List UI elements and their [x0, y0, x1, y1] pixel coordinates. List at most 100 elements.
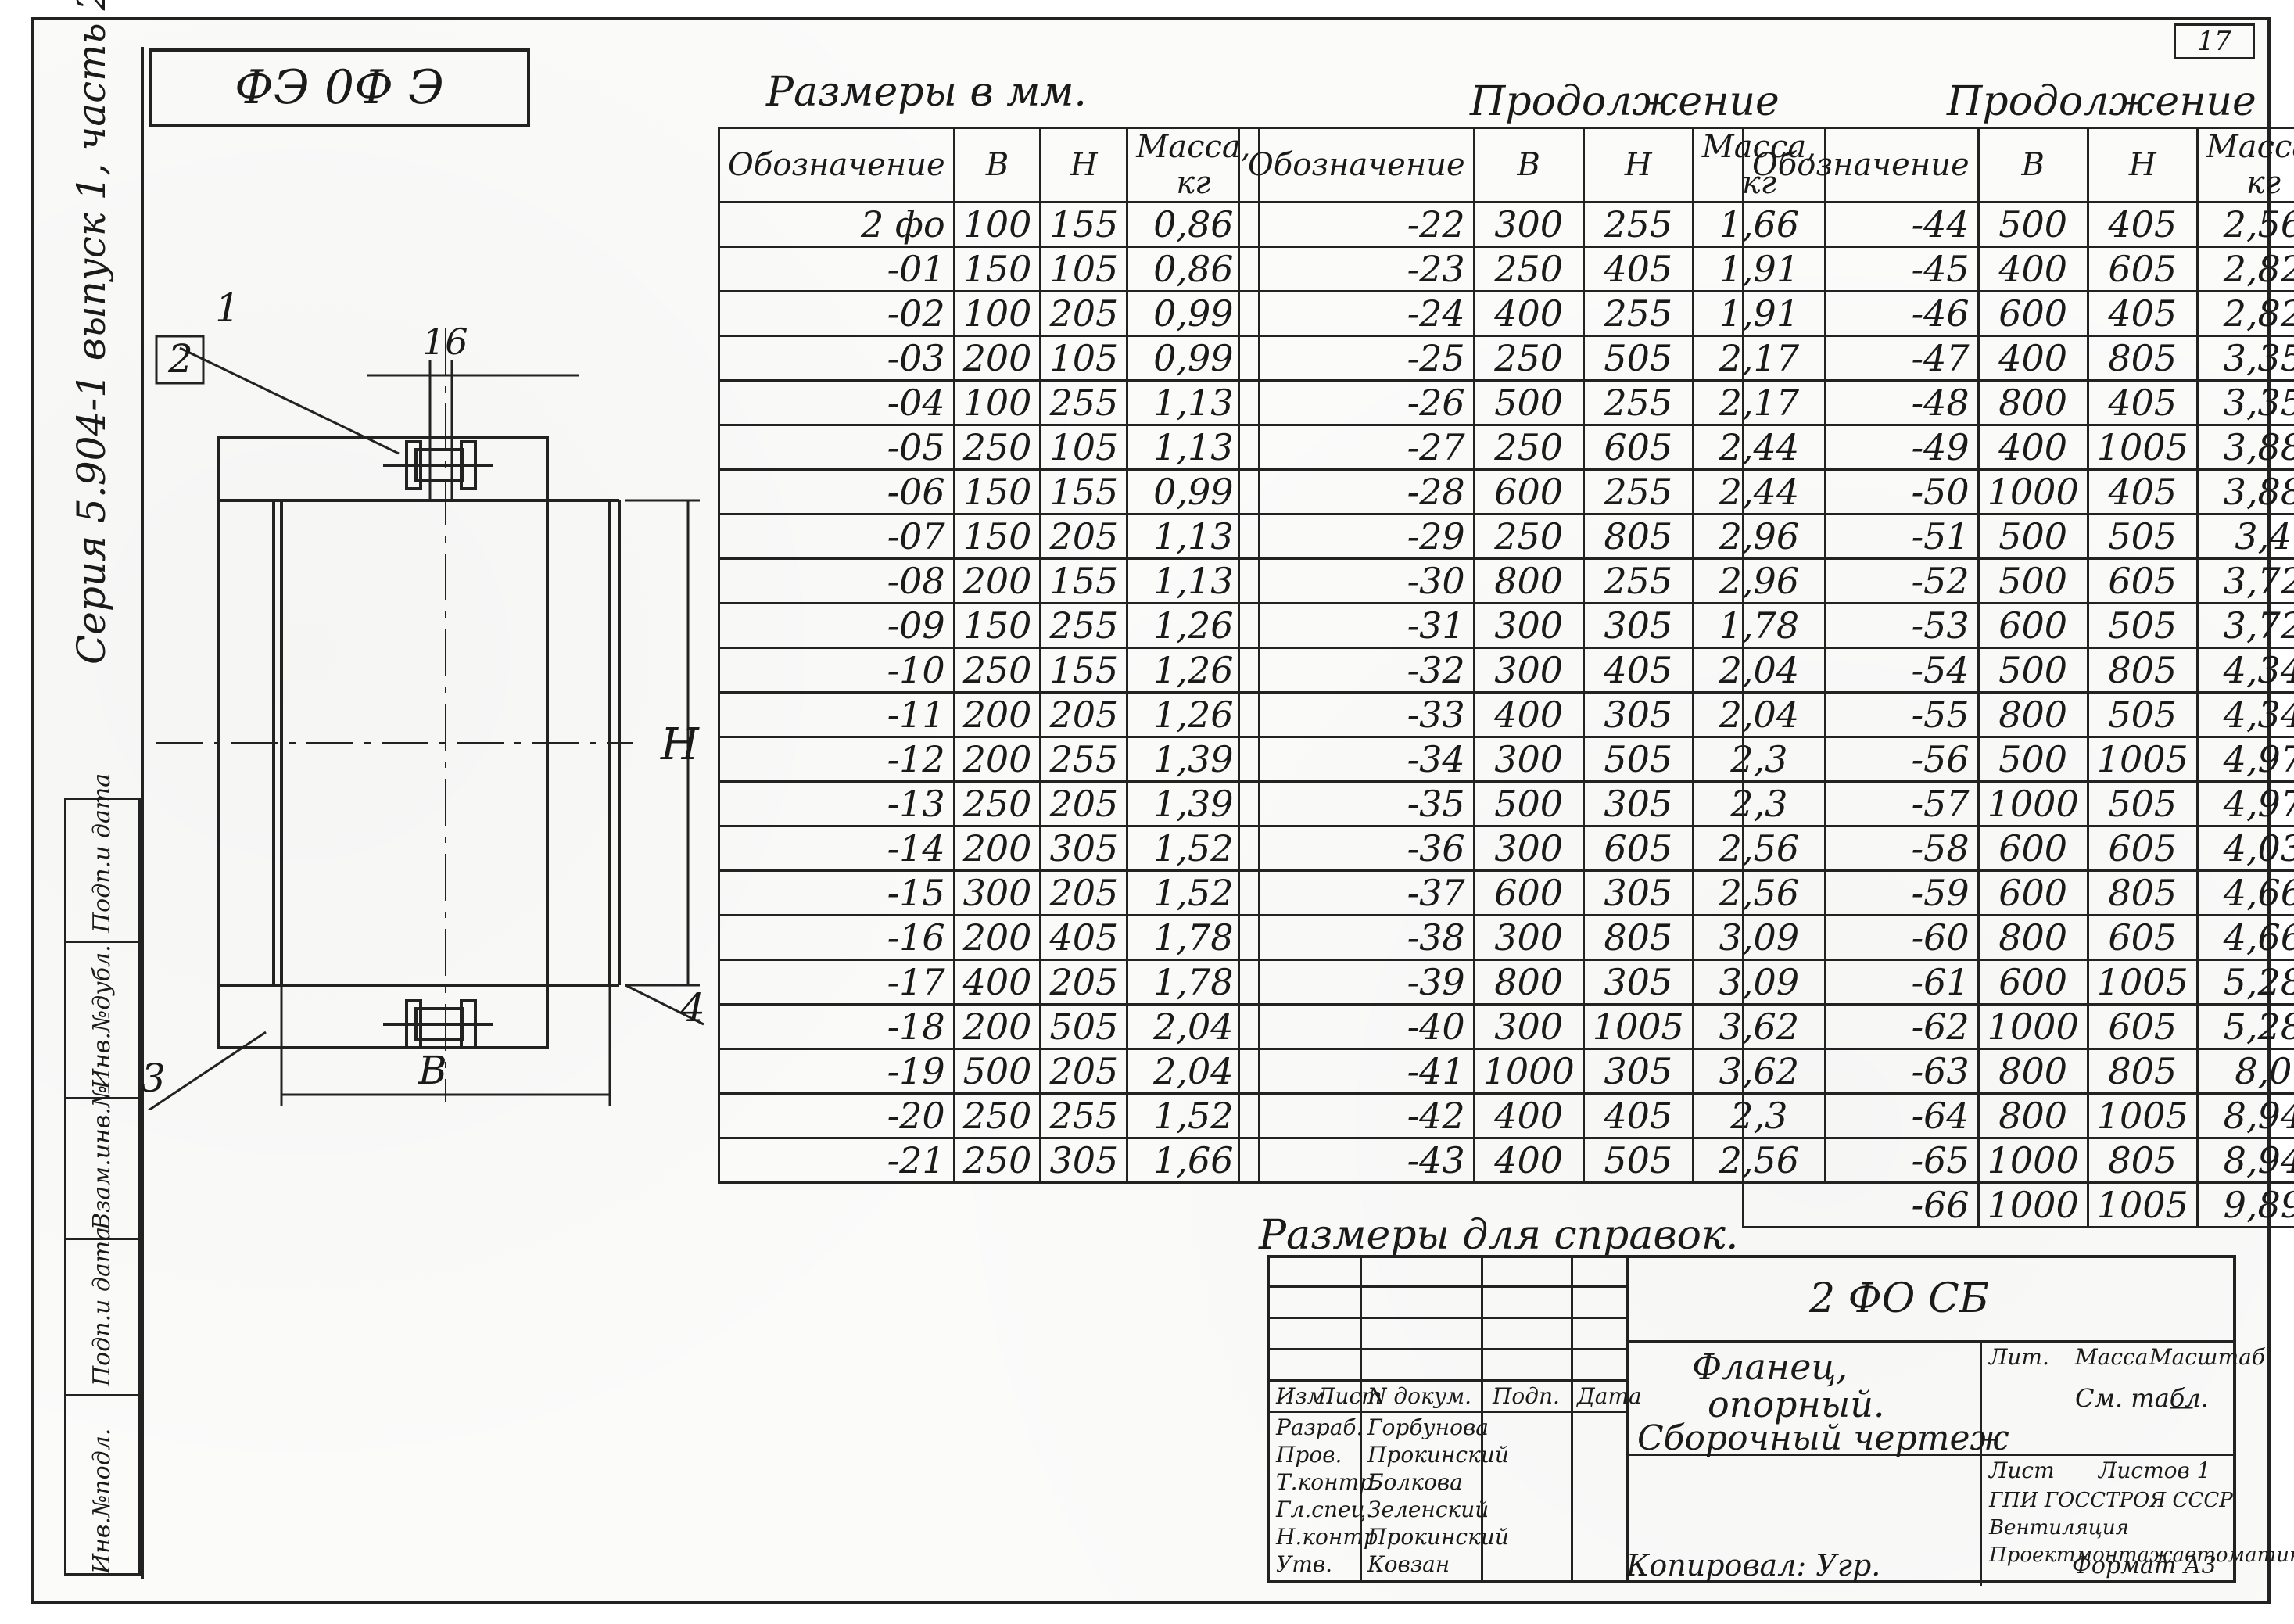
tb-mass-value: См. табл.	[2075, 1383, 2209, 1413]
h-cell: 505	[2086, 780, 2199, 827]
designation-cell: -05	[718, 424, 955, 471]
designation-cell: -04	[718, 379, 955, 426]
h-cell: 105	[1039, 246, 1129, 292]
b-cell: 600	[1977, 959, 2089, 1006]
h-cell: 405	[2086, 201, 2199, 248]
strip-divider	[66, 941, 138, 943]
tb-sheet-label: Лист	[1989, 1457, 2055, 1483]
mass-cell: 4,34	[2195, 647, 2294, 694]
tb-org-line: Проектмонтажавтоматика	[1989, 1543, 2294, 1567]
h-cell: 405	[1582, 1092, 1694, 1139]
flange-assembly-drawing	[148, 328, 704, 1110]
b-cell: 1000	[1977, 780, 2089, 827]
dimension-b: В	[418, 1048, 447, 1093]
designation-cell: -11	[718, 691, 955, 738]
b-cell: 1000	[1977, 1181, 2089, 1228]
b-cell: 250	[952, 1137, 1042, 1184]
tb-org-line: Вентиляция	[1989, 1516, 2129, 1540]
column-header: В	[952, 127, 1042, 203]
b-cell: 200	[952, 691, 1042, 738]
designation-cell: -41	[1238, 1048, 1475, 1095]
designation-cell: -27	[1238, 424, 1475, 471]
designation-cell: -53	[1742, 602, 1980, 649]
mass-cell: 2,56	[2195, 201, 2294, 248]
column-header: В	[1977, 127, 2089, 203]
b-cell: 300	[1472, 736, 1585, 783]
b-cell: 800	[1977, 691, 2089, 738]
h-cell: 805	[2086, 335, 2199, 382]
h-cell: 605	[1582, 825, 1694, 872]
mass-cell: 5,28	[2195, 1003, 2294, 1050]
designation-cell: -22	[1238, 201, 1475, 248]
designation-cell: -32	[1238, 647, 1475, 694]
b-cell: 200	[952, 335, 1042, 382]
h-cell: 505	[2086, 513, 2199, 560]
b-cell: 600	[1977, 869, 2089, 916]
h-cell: 255	[1039, 379, 1129, 426]
tb-role: Н.контр.	[1276, 1524, 1385, 1550]
h-cell: 405	[2086, 290, 2199, 337]
h-cell: 305	[1582, 602, 1694, 649]
h-cell: 1005	[2086, 959, 2199, 1006]
position-label-3: 3	[141, 1056, 166, 1101]
h-cell: 805	[1582, 513, 1694, 560]
h-cell: 505	[1582, 736, 1694, 783]
designation-cell: -12	[718, 736, 955, 783]
h-cell: 305	[1582, 691, 1694, 738]
b-cell: 600	[1977, 825, 2089, 872]
title-block: Изм. Лист N докум. Подп. Дата Разраб. Го…	[1267, 1255, 2294, 1586]
b-cell: 200	[952, 825, 1042, 872]
b-cell: 500	[1977, 557, 2089, 604]
designation-cell: -39	[1238, 959, 1475, 1006]
tb-col-date: Дата	[1577, 1383, 1642, 1409]
copied-by: Копировал: Угр.	[1626, 1548, 1881, 1583]
strip-label: Взам.инв.№	[88, 1084, 116, 1230]
tb-scale-label: Масштаб	[2149, 1344, 2265, 1370]
designation-cell: -29	[1238, 513, 1475, 560]
h-cell: 405	[1582, 647, 1694, 694]
designation-cell: -36	[1238, 825, 1475, 872]
designation-cell: -37	[1238, 869, 1475, 916]
designation-cell: -63	[1742, 1048, 1980, 1095]
strip-label: Подп.и дата	[88, 773, 116, 933]
h-cell: 205	[1039, 290, 1129, 337]
h-cell: 255	[1039, 736, 1129, 783]
designation-cell: -31	[1238, 602, 1475, 649]
b-cell: 500	[1472, 379, 1585, 426]
h-cell: 155	[1039, 201, 1129, 248]
mass-cell: 8,0	[2195, 1048, 2294, 1095]
b-cell: 800	[1977, 1092, 2089, 1139]
designation-cell: -10	[718, 647, 955, 694]
reference-note: Размеры для справок.	[1259, 1212, 1739, 1259]
tb-name-line: опорный.	[1708, 1383, 1885, 1425]
h-cell: 305	[1582, 959, 1694, 1006]
b-cell: 1000	[1977, 468, 2089, 515]
strip-label: Инв.№дубл.	[88, 945, 116, 1089]
tb-role: Пров.	[1276, 1442, 1342, 1468]
h-cell: 205	[1039, 959, 1129, 1006]
designation-cell: -64	[1742, 1092, 1980, 1139]
h-cell: 505	[1039, 1003, 1129, 1050]
